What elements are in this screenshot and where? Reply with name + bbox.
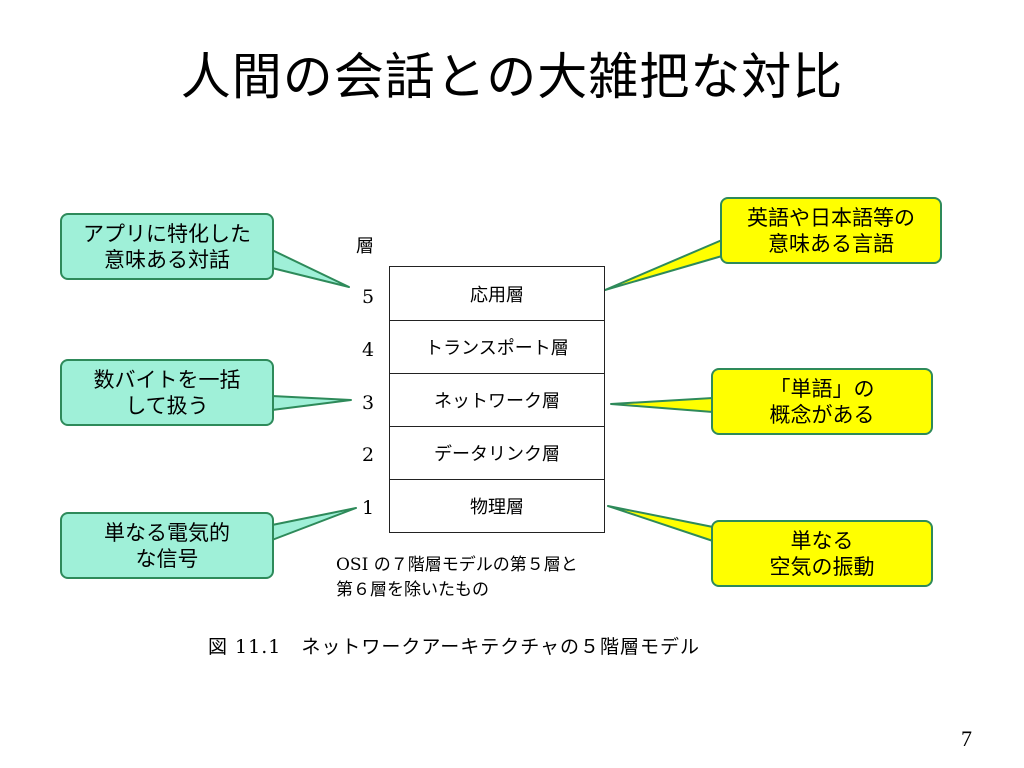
callout-physical-right: 単なる 空気の振動 [711, 520, 933, 587]
layer-physical: 物理層 [390, 479, 604, 532]
pointer-right-physical [607, 505, 714, 542]
osi-note-line: OSI の７階層モデルの第５層と [336, 555, 578, 575]
pointer-right-application [604, 239, 723, 291]
pointer-left-physical [271, 507, 357, 541]
layer-axis-label: 層 [356, 236, 374, 257]
layer-datalink: データリンク層 [390, 426, 604, 479]
page-number: 7 [961, 726, 972, 751]
callout-line: 空気の振動 [769, 554, 875, 579]
layer-network: ネットワーク層 [390, 373, 604, 426]
callout-physical-left: 単なる電気的 な信号 [60, 512, 274, 579]
callout-application-right: 英語や日本語等の 意味ある言語 [720, 197, 942, 264]
layer-application: 応用層 [470, 284, 524, 306]
pointer-left-network [271, 395, 352, 411]
callout-line: 意味ある対話 [104, 247, 230, 272]
layer-stack: 応用層 トランスポート層 ネットワーク層 データリンク層 物理層 [389, 266, 605, 533]
callout-line: 概念がある [769, 402, 875, 427]
layer-number: 1 [361, 497, 375, 519]
layer-transport: トランスポート層 [390, 320, 604, 373]
slide-title: 人間の会話との大雑把な対比 [180, 48, 844, 106]
layer-number: 2 [361, 444, 375, 466]
callout-line: 数バイトを一括 [93, 367, 241, 392]
pointer-right-network [610, 397, 714, 413]
layer-number: 4 [361, 339, 375, 361]
layer-number: 3 [361, 392, 375, 414]
osi-note: OSI の７階層モデルの第５層と 第６層を除いたもの [336, 553, 578, 603]
pointer-left-application [271, 249, 350, 288]
callout-line: 「単語」の [769, 376, 875, 401]
callout-line: 単なる電気的 [104, 520, 230, 545]
callout-application-left: アプリに特化した 意味ある対話 [60, 213, 274, 280]
callout-line: な信号 [135, 546, 199, 571]
callout-line: 意味ある言語 [768, 231, 894, 256]
callout-line: アプリに特化した [83, 221, 251, 246]
osi-note-line: 第６層を除いたもの [336, 580, 489, 600]
callout-network-left: 数バイトを一括 して扱う [60, 359, 274, 426]
callout-line: して扱う [125, 393, 209, 418]
callout-network-right: 「単語」の 概念がある [711, 368, 933, 435]
callout-line: 英語や日本語等の [747, 205, 915, 230]
callout-line: 単なる [790, 528, 854, 553]
layer-number: 5 [361, 286, 375, 308]
figure-caption: 図 11.1 ネットワークアーキテクチャの５階層モデル [208, 636, 701, 658]
